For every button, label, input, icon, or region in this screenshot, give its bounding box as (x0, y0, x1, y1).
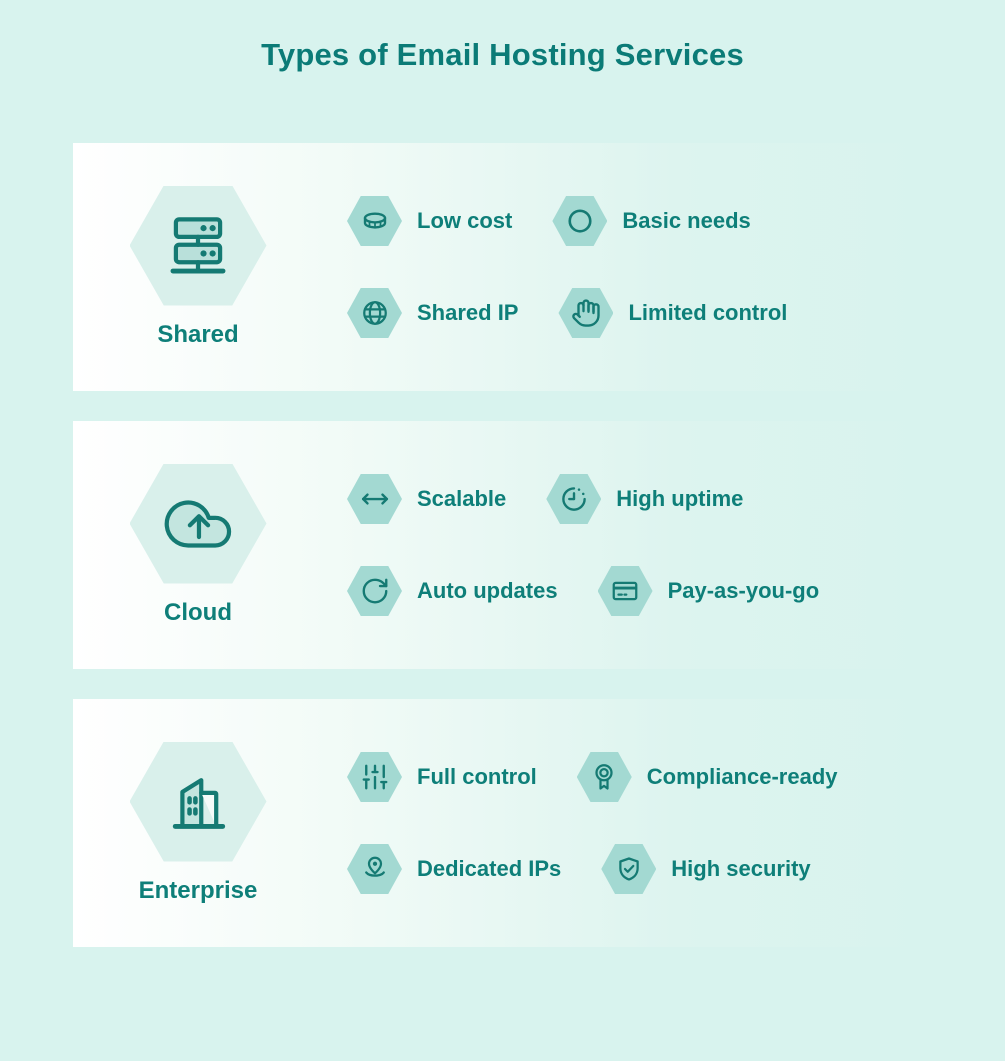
feature-label: High uptime (616, 486, 744, 511)
shield-check-icon (614, 854, 644, 884)
section-label: Shared (157, 320, 239, 348)
coin-icon (360, 206, 390, 236)
card-shared-features: Low cost Basic needs Shared IP (323, 196, 932, 338)
cards-container: Shared Low cost Basic needs (0, 143, 1005, 947)
card-enterprise-header: Enterprise (73, 741, 323, 905)
feature-label: Scalable (417, 486, 507, 511)
feature-hexagon (347, 566, 402, 616)
feature-label: Compliance-ready (646, 764, 838, 789)
enterprise-hexagon (129, 741, 267, 862)
feature-row: Full control Compliance-ready (347, 752, 932, 802)
globe-icon (360, 298, 390, 328)
feature-row: Low cost Basic needs (347, 196, 932, 246)
feature-label: Pay-as-you-go (667, 578, 820, 603)
feature-label: Full control (417, 764, 537, 789)
feature-hexagon (552, 196, 608, 246)
section-label: Enterprise (138, 876, 258, 904)
feature-hexagon (558, 288, 614, 338)
location-pin-icon (360, 854, 390, 884)
feature-hexagon (576, 752, 632, 802)
building-icon (159, 763, 237, 841)
servers-icon (159, 207, 237, 285)
feature-item: Scalable (347, 474, 506, 524)
feature-item: Dedicated IPs (347, 844, 561, 894)
feature-item: High uptime (546, 474, 743, 524)
award-icon (589, 762, 619, 792)
feature-label: Auto updates (417, 578, 558, 603)
feature-hexagon (347, 844, 402, 894)
card-enterprise-features: Full control Compliance-ready Dedicated … (323, 752, 932, 894)
feature-item: Shared IP (347, 288, 518, 338)
feature-label: Dedicated IPs (417, 856, 562, 881)
hand-icon (571, 298, 601, 328)
feature-hexagon (347, 288, 402, 338)
refresh-icon (360, 576, 390, 606)
feature-row: Shared IP Limited control (347, 288, 932, 338)
feature-hexagon (546, 474, 602, 524)
feature-item: Full control (347, 752, 537, 802)
feature-hexagon (597, 566, 653, 616)
feature-item: Auto updates (347, 566, 558, 616)
card-cloud-header: Cloud (73, 463, 323, 627)
shared-hexagon (129, 185, 267, 306)
feature-hexagon (601, 844, 657, 894)
section-label: Cloud (164, 598, 232, 626)
card-enterprise: Enterprise Full control Compliance-ready (73, 699, 932, 947)
feature-row: Dedicated IPs High security (347, 844, 932, 894)
feature-label: Basic needs (622, 208, 751, 233)
card-cloud-features: Scalable High uptime Auto updates (323, 474, 932, 616)
cloud-hexagon (129, 463, 267, 584)
credit-card-icon (610, 576, 640, 606)
feature-hexagon (347, 196, 402, 246)
card-shared: Shared Low cost Basic needs (73, 143, 932, 391)
circle-icon (565, 206, 595, 236)
feature-row: Scalable High uptime (347, 474, 932, 524)
feature-row: Auto updates Pay-as-you-go (347, 566, 932, 616)
sliders-icon (360, 762, 390, 792)
card-shared-header: Shared (73, 185, 323, 349)
feature-label: High security (671, 856, 811, 881)
feature-item: Limited control (558, 288, 787, 338)
horizontal-arrows-icon (360, 484, 390, 514)
card-cloud: Cloud Scalable High uptime (73, 421, 932, 669)
feature-item: Basic needs (552, 196, 751, 246)
feature-label: Shared IP (417, 300, 519, 325)
clock-dashed-icon (559, 484, 589, 514)
feature-item: High security (601, 844, 811, 894)
cloud-upload-icon (159, 485, 237, 563)
feature-item: Pay-as-you-go (597, 566, 820, 616)
feature-hexagon (347, 752, 402, 802)
page-title: Types of Email Hosting Services (261, 37, 744, 72)
feature-label: Limited control (628, 300, 788, 325)
feature-hexagon (347, 474, 402, 524)
feature-item: Compliance-ready (576, 752, 838, 802)
feature-label: Low cost (417, 208, 513, 233)
feature-item: Low cost (347, 196, 512, 246)
